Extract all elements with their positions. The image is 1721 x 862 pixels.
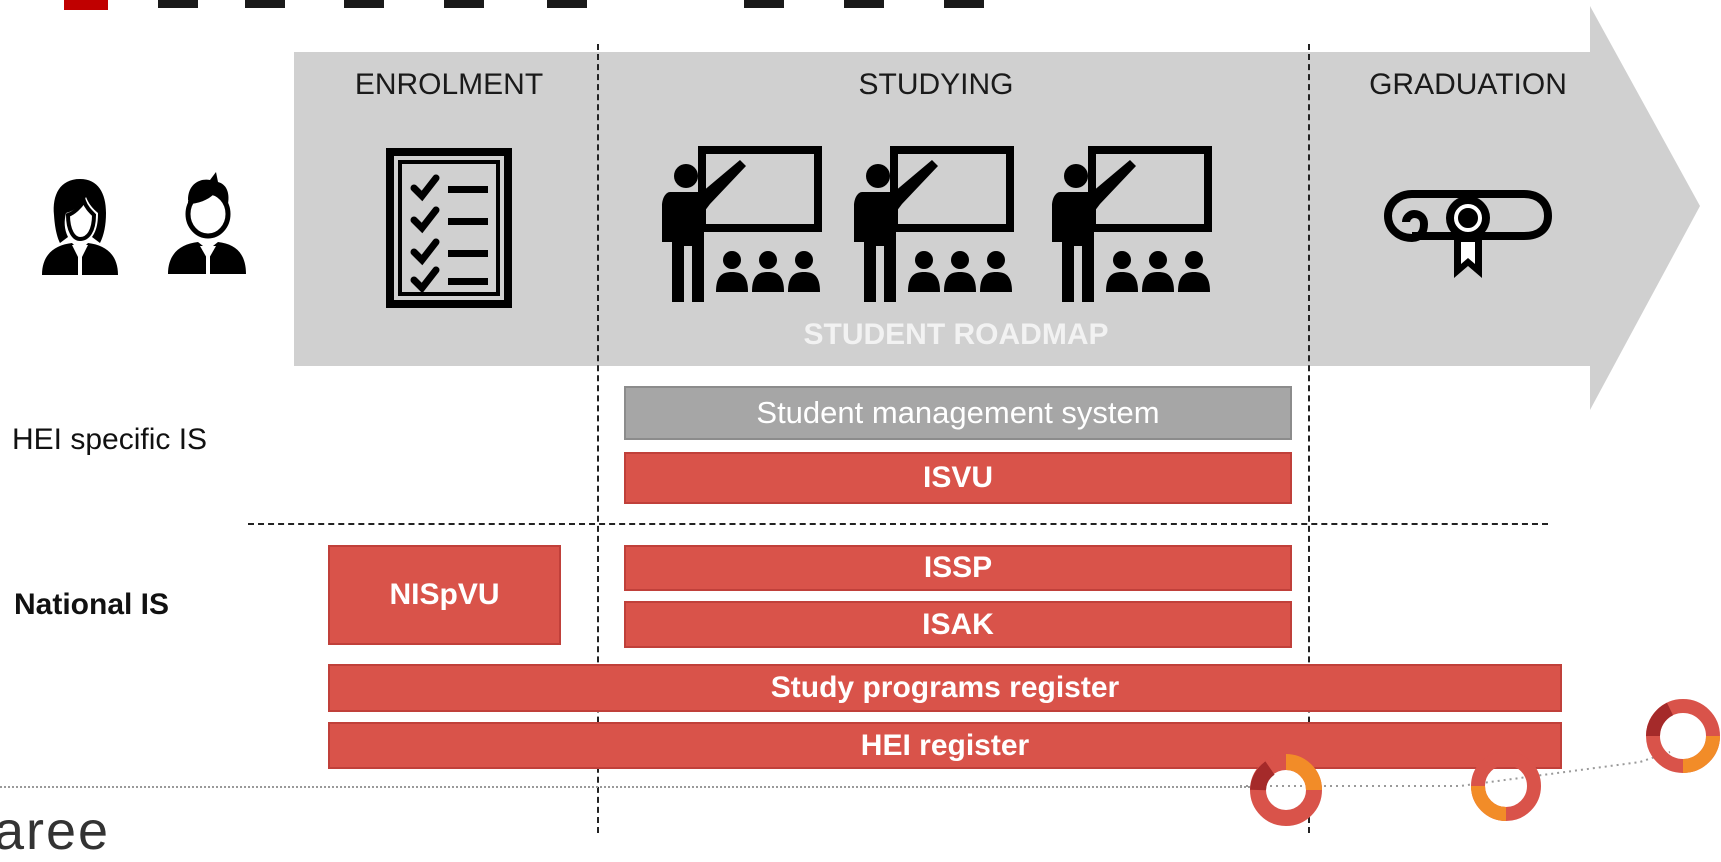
teacher-classroom-icon	[662, 146, 822, 302]
decorative-rings	[1240, 699, 1720, 826]
title-fragment	[64, 0, 984, 10]
teacher-classroom-icon	[854, 146, 1014, 302]
phase-divider-enrolment	[597, 44, 599, 833]
phase-enrolment: ENROLMENT	[354, 68, 544, 101]
teacher-classroom-icon	[1052, 146, 1212, 302]
female-student-icon	[42, 179, 118, 275]
footer-dotted-line	[0, 786, 1250, 788]
phase-divider-graduation	[1308, 44, 1310, 833]
isvu-bar: ISVU	[624, 452, 1292, 504]
checklist-icon	[386, 148, 512, 308]
footer-brand-text: aree	[0, 801, 111, 861]
diploma-icon	[1384, 190, 1552, 278]
male-student-icon	[168, 172, 246, 274]
row-label-hei-specific: HEI specific IS	[12, 423, 208, 456]
nispvu-box: NISpVU	[328, 545, 561, 645]
isak-bar: ISAK	[624, 601, 1292, 648]
row-label-national: National IS	[14, 588, 170, 621]
phase-studying: STUDYING	[858, 68, 1014, 101]
roadmap-arrow	[294, 6, 1700, 410]
study-programs-register-bar: Study programs register	[328, 664, 1562, 712]
student-management-system: Student management system	[624, 386, 1292, 440]
phase-graduation: GRADUATION	[1369, 68, 1567, 101]
issp-bar: ISSP	[624, 545, 1292, 591]
hei-register-bar: HEI register	[328, 722, 1562, 769]
roadmap-label: STUDENT ROADMAP	[803, 318, 1109, 351]
section-divider	[248, 523, 1548, 525]
